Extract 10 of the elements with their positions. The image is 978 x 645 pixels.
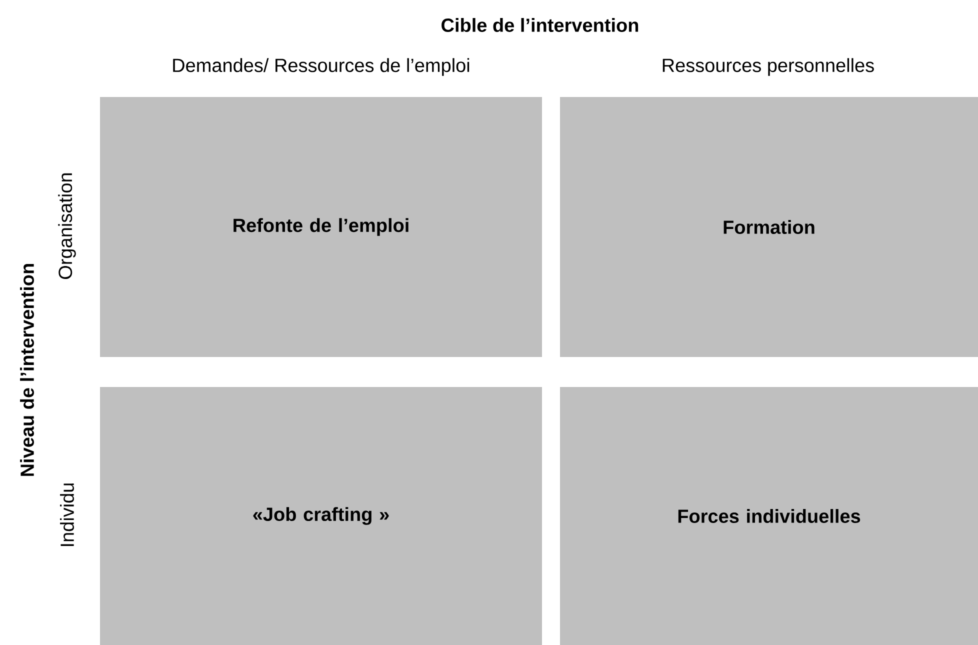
axis-title: Niveau de l’intervention xyxy=(20,264,34,476)
quadrant-box: Forces individuelles xyxy=(560,387,978,645)
quadrant-box: «Job crafting » xyxy=(100,387,542,645)
chart-title: Cible de l’intervention xyxy=(442,18,638,32)
quadrant-box: Formation xyxy=(560,97,978,357)
column-header: Demandes/ Ressources de l’emploi xyxy=(173,58,470,76)
row-header: Individu xyxy=(60,484,74,546)
row-header: Organisation xyxy=(58,173,76,279)
column-header: Ressources personnelles xyxy=(662,58,874,76)
quadrant-box: Refonte de l’emploi xyxy=(100,97,542,357)
